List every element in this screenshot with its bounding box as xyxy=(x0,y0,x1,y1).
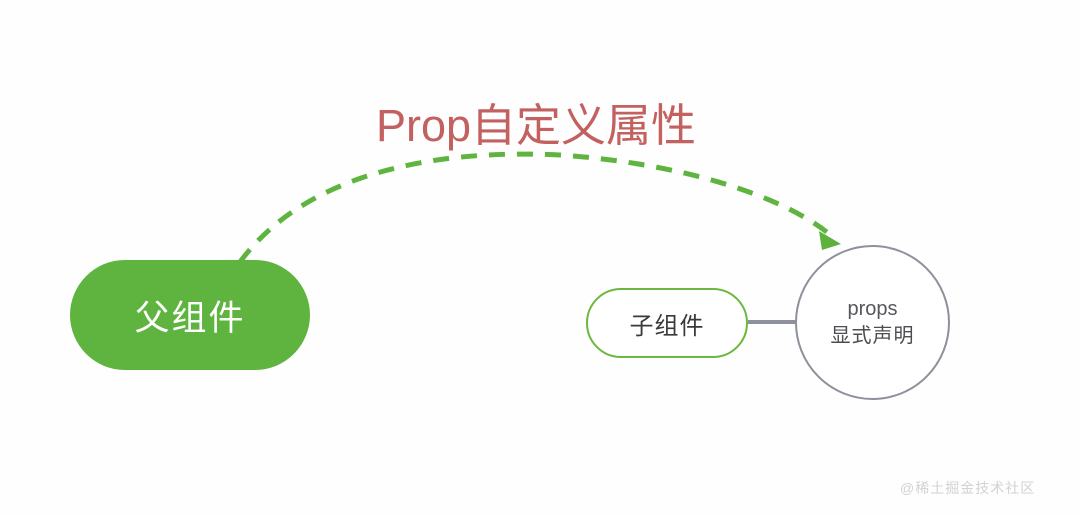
prop-flow-arrowhead-icon xyxy=(819,231,841,250)
parent-component-node[interactable]: 父组件 xyxy=(70,260,310,370)
props-declaration-node[interactable]: props 显式声明 xyxy=(795,245,950,400)
watermark: @稀土掘金技术社区 xyxy=(900,480,1036,496)
child-component-label: 子组件 xyxy=(629,312,705,340)
child-component-node[interactable]: 子组件 xyxy=(586,288,748,358)
props-description-label: 显式声明 xyxy=(830,324,915,347)
props-keyword-label: props xyxy=(847,297,898,320)
parent-component-label: 父组件 xyxy=(134,298,246,338)
prop-flow-dashed-curve xyxy=(237,151,830,264)
page-title: Prop自定义属性 xyxy=(376,100,697,151)
